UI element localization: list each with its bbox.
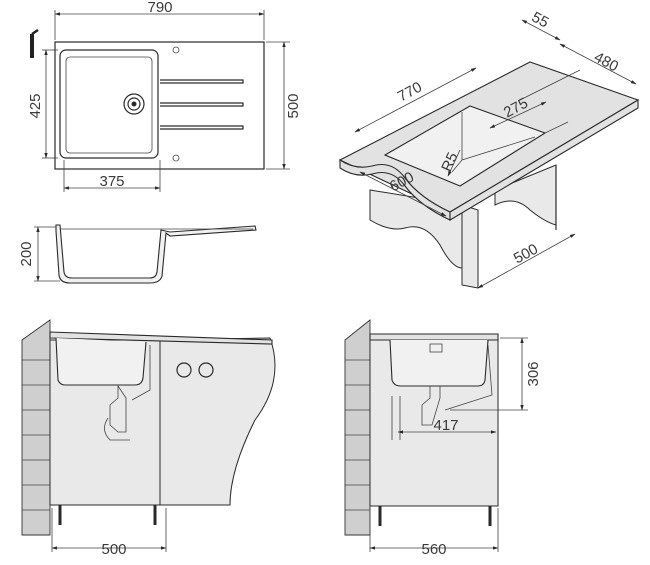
bowl-outline xyxy=(59,49,159,159)
isometric-view: 770 55 480 275 R5 600 500 xyxy=(338,9,640,289)
dim-line-480 xyxy=(559,43,637,85)
bowl-inner xyxy=(65,56,153,154)
dim-306: 306 xyxy=(525,361,542,386)
drainer-grooves xyxy=(160,79,244,130)
wall-right-view xyxy=(344,319,371,536)
dim-417: 417 xyxy=(433,417,458,434)
dim-560: 560 xyxy=(421,541,446,558)
dim-500-front: 500 xyxy=(101,541,126,558)
dim-425: 425 xyxy=(27,93,44,118)
sink-profile xyxy=(55,224,257,284)
dim-line-500-iso xyxy=(477,233,576,289)
dim-line-r5 xyxy=(447,149,461,177)
front-install-view: 500 xyxy=(21,319,276,558)
dim-55: 55 xyxy=(529,9,552,32)
top-view: 790 500 425 375 xyxy=(27,0,302,192)
tap-icon xyxy=(30,28,39,58)
dim-770: 770 xyxy=(395,79,425,106)
overflow-hole-icon xyxy=(172,154,180,162)
dim-375: 375 xyxy=(99,173,124,190)
dim-480: 480 xyxy=(591,49,621,76)
wall-left xyxy=(21,319,51,536)
dim-r5: R5 xyxy=(438,150,462,175)
dim-line-275 xyxy=(489,101,547,129)
dim-line-55 xyxy=(521,19,561,41)
dim-500-iso: 500 xyxy=(511,241,541,268)
dim-line-770 xyxy=(354,67,477,133)
dim-200: 200 xyxy=(18,241,35,266)
dim-500-top: 500 xyxy=(285,93,302,118)
tap-hole-icon xyxy=(172,46,180,54)
dim-790: 790 xyxy=(147,0,172,16)
side-profile-view: 200 xyxy=(18,224,257,284)
sink-outline xyxy=(54,41,265,170)
section-install-view: 306 417 560 xyxy=(344,319,542,558)
drain-icon xyxy=(123,93,145,115)
dim-line-600 xyxy=(359,171,447,217)
